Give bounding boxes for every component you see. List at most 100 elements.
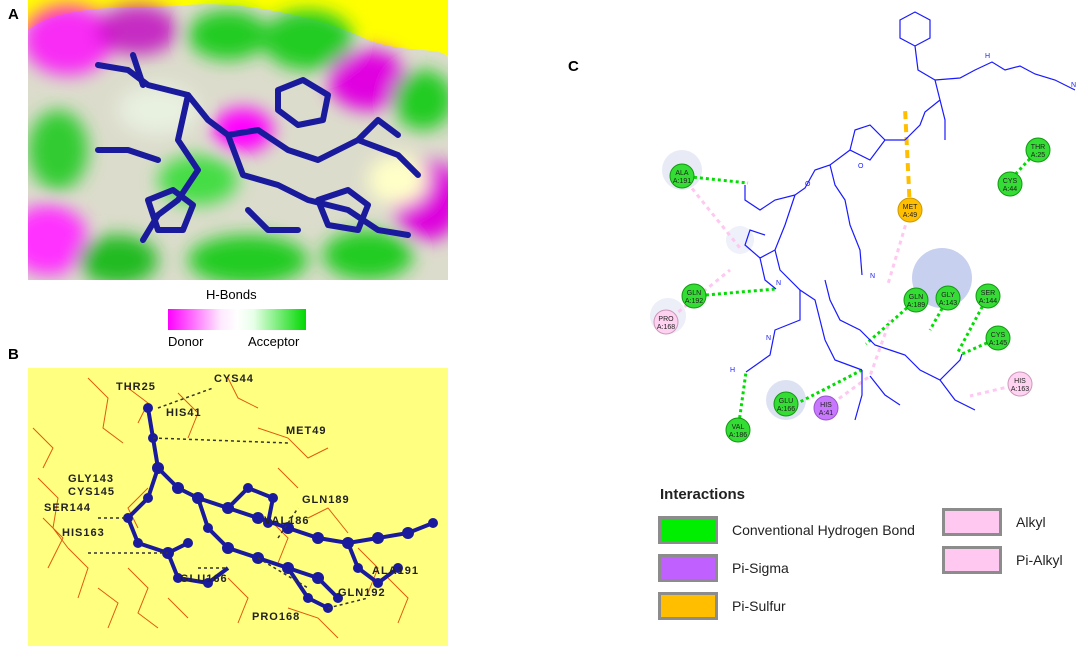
- ligand-structure: [744, 11, 1076, 421]
- svg-text:O: O: [805, 181, 811, 188]
- residue-name: SER: [981, 290, 995, 297]
- hbond-gradient-bar: [168, 309, 306, 330]
- legend-label-pi-sigma: Pi-Sigma: [732, 560, 789, 576]
- res-label-ala191: ALA191: [372, 565, 419, 577]
- legend-label-pi-sulfur: Pi-Sulfur: [732, 598, 786, 614]
- residue-circle: [813, 395, 839, 421]
- residue-circle: [997, 171, 1023, 197]
- legend-item-hbond: Conventional Hydrogen Bond: [658, 516, 915, 544]
- residue-number: A:191: [673, 178, 691, 185]
- ball-stick-panel: THR25 CYS44 HIS41 MET49 GLY143 CYS145 SE…: [28, 368, 448, 646]
- res-label-glu166: GLU166: [180, 573, 228, 585]
- residue-circle: [653, 309, 679, 335]
- residue-name: VAL: [732, 424, 745, 431]
- legend-swatch-alkyl: [942, 508, 1002, 536]
- residue-number: A:25: [1031, 152, 1046, 159]
- res-label-gly143: GLY143: [68, 473, 114, 485]
- svg-text:H: H: [985, 53, 990, 60]
- residue-name: ALA: [675, 170, 689, 177]
- res-label-pro168: PRO168: [252, 611, 300, 623]
- residue-name: PRO: [658, 316, 674, 323]
- residue-number: A:143: [939, 300, 957, 307]
- residue-name: CYS: [991, 332, 1006, 339]
- surface-image: [28, 4, 448, 280]
- residue-circle: [1025, 137, 1051, 163]
- legend-item-pi-sigma: Pi-Sigma: [658, 554, 789, 582]
- res-label-ser144: SER144: [44, 502, 91, 514]
- legend-swatch-pi-sulfur: [658, 592, 718, 620]
- residue-circle: [681, 283, 707, 309]
- residue-circle: [773, 391, 799, 417]
- res-label-gln189: GLN189: [302, 494, 350, 506]
- residue-circle: [903, 287, 929, 313]
- legend-item-pi-sulfur: Pi-Sulfur: [658, 592, 786, 620]
- residue-circle: [935, 285, 961, 311]
- residue-number: A:41: [819, 410, 834, 417]
- legend-swatch-hbond: [658, 516, 718, 544]
- residue-number: A:168: [657, 324, 675, 331]
- legend-item-alkyl: Alkyl: [942, 508, 1046, 536]
- svg-text:H: H: [730, 367, 735, 374]
- panel-label-c: C: [568, 58, 579, 75]
- residue-number: A:192: [685, 298, 703, 305]
- surface-panel: [28, 0, 448, 280]
- interaction-diagram: HNN NOO NH ALAA:191GLNA:192PROA:168META:…: [650, 11, 1076, 443]
- ball-stick-image: THR25 CYS44 HIS41 MET49 GLY143 CYS145 SE…: [32, 373, 438, 639]
- residue-number: A:145: [989, 340, 1007, 347]
- interactions-legend-title: Interactions: [660, 486, 746, 503]
- residue-name: HIS: [820, 402, 832, 409]
- res-label-met49: MET49: [286, 425, 326, 437]
- svg-text:N: N: [776, 280, 781, 287]
- res-label-gln192: GLN192: [338, 587, 386, 599]
- hbond-acceptor-label: Acceptor: [248, 334, 300, 349]
- legend-item-pi-alkyl: Pi-Alkyl: [942, 546, 1063, 574]
- res-label-thr25: THR25: [116, 381, 156, 393]
- svg-text:N: N: [766, 335, 771, 342]
- residue-name: THR: [1031, 144, 1045, 151]
- hbond-legend-title: H-Bonds: [206, 287, 257, 302]
- ligand-atom-labels: HNN NOO NH: [730, 53, 1076, 374]
- legend-label-alkyl: Alkyl: [1016, 514, 1046, 530]
- residue-number: A:186: [729, 432, 747, 439]
- res-label-his41: HIS41: [166, 407, 202, 419]
- legend-swatch-pi-alkyl: [942, 546, 1002, 574]
- residue-number: A:189: [907, 302, 925, 309]
- svg-text:N: N: [1071, 82, 1076, 89]
- interaction-lines: [665, 107, 1040, 431]
- residue-name: GLN: [909, 294, 923, 301]
- residue-name: GLN: [687, 290, 701, 297]
- residue-name: MET: [903, 204, 919, 211]
- res-label-cys145: CYS145: [68, 486, 115, 498]
- residue-circle: [725, 417, 751, 443]
- svg-text:O: O: [858, 163, 864, 170]
- residue-circle: [669, 163, 695, 189]
- residue-name: GLU: [779, 398, 793, 405]
- residue-number: A:166: [777, 406, 795, 413]
- residue-name: GLY: [941, 292, 955, 299]
- res-label-val186: VAL186: [264, 515, 310, 527]
- residue-circle: [1007, 371, 1033, 397]
- residue-number: A:144: [979, 298, 997, 305]
- legend-swatch-pi-sigma: [658, 554, 718, 582]
- res-label-cys44: CYS44: [214, 373, 254, 385]
- residue-circle: [985, 325, 1011, 351]
- panel-label-a: A: [8, 6, 19, 23]
- res-label-his163: HIS163: [62, 527, 105, 539]
- residue-number: A:163: [1011, 386, 1029, 393]
- residue-number: A:44: [1003, 186, 1018, 193]
- residue-name: CYS: [1003, 178, 1018, 185]
- residue-number: A:49: [903, 212, 918, 219]
